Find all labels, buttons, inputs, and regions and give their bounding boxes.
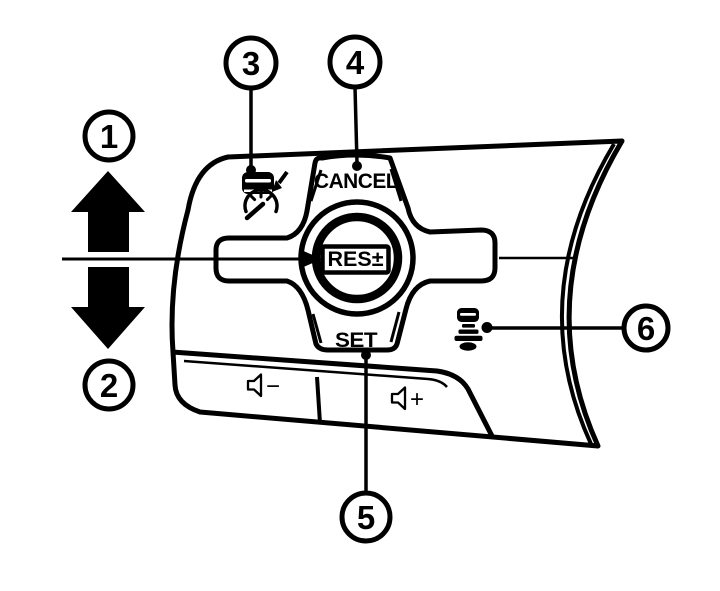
res-pointer [62, 249, 322, 269]
callout-3-circle [223, 35, 279, 91]
res-button-frame [320, 244, 391, 275]
volume-up-button: + [390, 386, 424, 413]
callout-4-line [353, 86, 359, 164]
callout-6-number: 6 [637, 310, 655, 347]
set-bevel-left [311, 313, 323, 344]
distance-icon-bar-1 [462, 324, 475, 328]
cruise-icon-car-body [242, 172, 274, 194]
res-pointer-arrowhead [300, 249, 322, 269]
callout-4: 4 [327, 34, 383, 171]
callout-3-dot [246, 165, 256, 175]
volume-row-top-edge [171, 349, 495, 438]
callout-4-dot [352, 161, 362, 171]
set-label: SET [335, 329, 378, 352]
callout-4-circle [327, 34, 383, 90]
callout-4-number: 4 [346, 44, 365, 81]
callout-3: 3 [223, 35, 279, 175]
up-arrow-icon [71, 171, 145, 252]
cancel-bevel-right [389, 168, 403, 202]
volume-down-sign: − [266, 373, 280, 400]
cancel-bevel-left [309, 169, 323, 202]
callout-5-number: 5 [357, 499, 375, 536]
distance-icon-bar-2 [458, 329, 479, 334]
volume-up-sign: + [410, 386, 424, 413]
callout-5-dot [361, 350, 371, 360]
callout-6: 6 [481, 303, 671, 353]
distance-icon-car-window [460, 313, 476, 316]
cruise-icon-gauge-needle [244, 201, 266, 221]
speaker-minus-icon [246, 373, 263, 398]
volume-row-lip-line [183, 359, 448, 388]
distance-icon-bar-3 [454, 335, 483, 341]
volume-divider [315, 376, 322, 424]
down-arrow-icon [71, 267, 145, 349]
following-distance-icon [454, 308, 483, 351]
callout-2-circle [82, 358, 136, 412]
distance-icon-base [459, 342, 477, 351]
cruise-icon-gauge-ticks [248, 188, 274, 202]
callout-1: 1 [82, 109, 136, 163]
callout-5-circle [339, 490, 393, 544]
cancel-button: CANCEL [314, 170, 399, 193]
speaker-plus-icon [390, 386, 407, 411]
callout-6-dot [481, 322, 493, 333]
cancel-label: CANCEL [314, 170, 399, 193]
cruise-icon-car-window [245, 179, 271, 183]
set-button: SET [335, 329, 378, 352]
volume-row: − + [171, 349, 495, 438]
rim-inner-line [559, 142, 616, 445]
cruise-icon-arrowhead [272, 180, 282, 192]
cruise-assist-icon [242, 170, 289, 221]
set-bevel-right [389, 311, 401, 343]
callout-1-circle [82, 109, 136, 163]
callout-5: 5 [339, 350, 393, 544]
res-label: RES± [328, 248, 384, 271]
callout-3-number: 3 [242, 45, 260, 82]
callout-6-circle [621, 303, 671, 353]
callout-2-number: 2 [100, 367, 118, 404]
callout-2: 2 [82, 358, 136, 412]
callout-1-number: 1 [100, 118, 118, 155]
res-button: RES± [320, 244, 391, 275]
cruise-icon-arrow [277, 170, 289, 185]
volume-down-button: − [246, 373, 280, 400]
